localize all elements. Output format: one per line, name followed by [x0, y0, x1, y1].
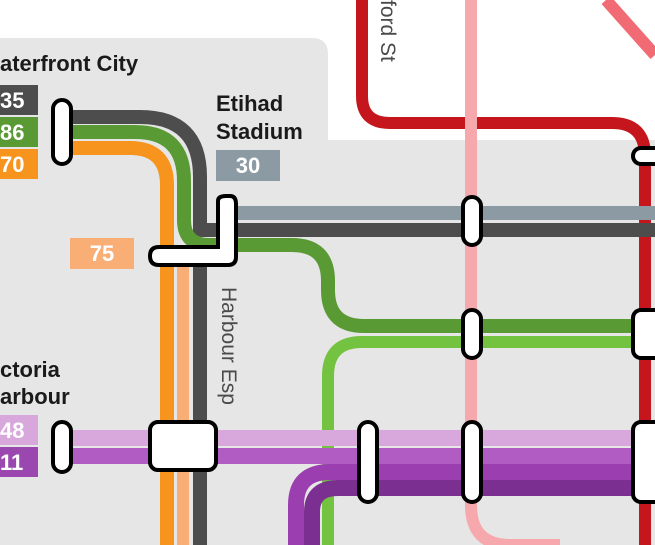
station-name-victoria-line1: ctoria	[0, 357, 61, 382]
stop-marker-harbour-esp[interactable]	[148, 420, 218, 472]
route-badge-35-bg	[0, 85, 38, 115]
route-badge-30: 30	[236, 153, 260, 178]
stop-marker-red-top[interactable]	[631, 146, 655, 166]
route-line-purple-curve-outer	[288, 464, 655, 545]
street-label-harbour-esp: Harbour Esp	[217, 287, 240, 405]
route-badge-30-bg	[216, 150, 280, 181]
stop-marker-pink-86[interactable]	[461, 308, 483, 360]
route-badge-48: 48	[0, 418, 24, 443]
route-line-35	[68, 110, 655, 237]
stop-marker-purple-mid[interactable]	[357, 420, 379, 504]
route-badge-48-bg	[0, 415, 38, 445]
stop-marker-pink-30[interactable]	[461, 195, 483, 247]
stop-marker-red-bottom[interactable]	[631, 420, 655, 504]
stop-marker-victoria-harbour[interactable]	[51, 420, 73, 474]
route-badge-70-bg	[0, 149, 38, 179]
route-line-purple-curve-inner	[304, 480, 655, 545]
route-line-red-diagonal	[601, 0, 655, 59]
street-label-rford-st: ford St	[376, 0, 399, 62]
route-badge-86-bg	[0, 117, 38, 147]
route-badge-35: 35	[0, 88, 24, 113]
stop-marker-waterfront-city[interactable]	[51, 98, 73, 166]
route-line-96	[322, 336, 655, 545]
stop-marker-pink-bottom[interactable]	[461, 420, 483, 504]
route-line-86	[68, 125, 655, 333]
stop-marker-etihad-stadium[interactable]	[147, 194, 238, 267]
route-line-70	[68, 141, 174, 545]
route-badge-11: 11	[0, 450, 23, 475]
station-name-etihad-line1: Etihad	[216, 91, 283, 116]
route-badge-11-bg	[0, 447, 38, 477]
station-name-waterfront-city: aterfront City	[0, 51, 139, 76]
route-line-red	[356, 0, 651, 545]
stop-marker-red-86[interactable]	[631, 308, 655, 360]
station-name-victoria-line2: arbour	[0, 384, 70, 409]
route-badge-70: 70	[0, 152, 24, 177]
route-badge-75: 75	[90, 241, 114, 266]
route-badge-75-bg	[70, 238, 134, 269]
route-badge-86: 86	[0, 120, 24, 145]
station-name-etihad-line2: Stadium	[216, 119, 303, 144]
